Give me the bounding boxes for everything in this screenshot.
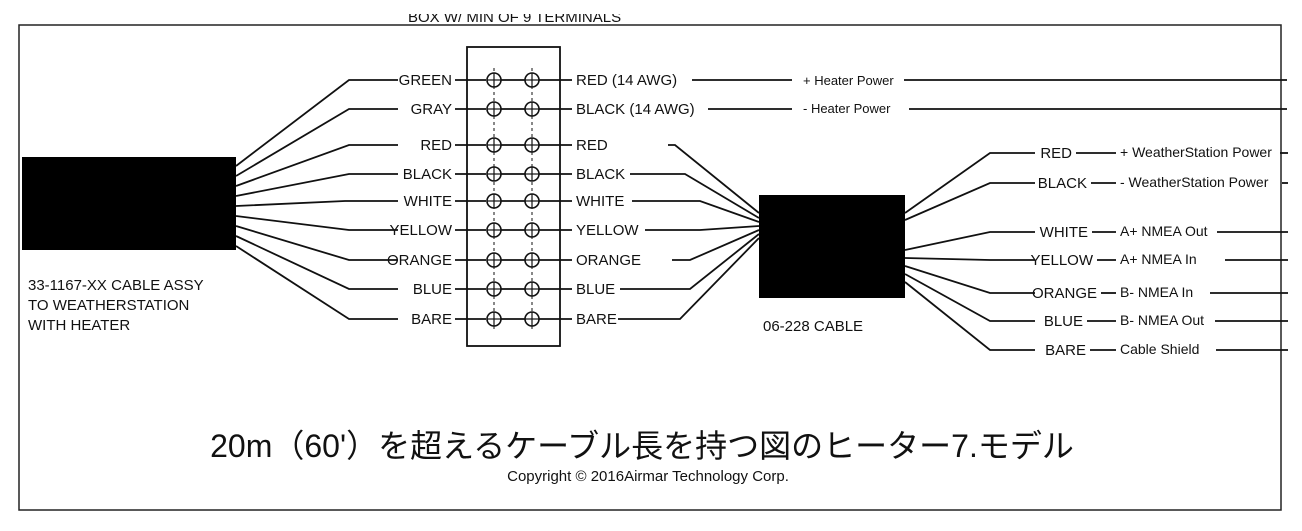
right-wire-color-label: BARE [1045, 342, 1086, 359]
right-wire-red [904, 152, 1035, 214]
right-wire-blue [904, 273, 1035, 322]
left-wire-yellow [235, 215, 398, 231]
right-wire-orange [904, 265, 1035, 294]
left-cable-block [22, 157, 236, 250]
left-wire-label: RED [420, 137, 452, 154]
diagram-frame [18, 24, 1282, 511]
middle-cable-block [759, 195, 905, 298]
right-wire-signal-label: Cable Shield [1120, 341, 1199, 357]
right-wire-black [904, 182, 1035, 221]
right-terminal-wire-label: BARE [576, 311, 617, 328]
right-wire-color-label: RED [1040, 145, 1072, 162]
left-wire-red [235, 144, 398, 187]
right-terminal-wire-label: YELLOW [576, 222, 639, 239]
right-wire-yellow [904, 257, 1035, 261]
right-terminal-wire-label: BLACK (14 AWG) [576, 101, 695, 118]
left-wire-label: ORANGE [387, 252, 452, 269]
heater-power-minus: - Heater Power [803, 101, 891, 116]
caption-copyright: Copyright © 2016Airmar Technology Corp. [507, 468, 789, 485]
left-wire-label: BARE [411, 311, 452, 328]
left-wire-gray [235, 108, 398, 177]
right-wire-white [904, 231, 1035, 251]
left-wire-label: YELLOW [389, 222, 452, 239]
left-cable-label-1: 33-1167-XX CABLE ASSY [28, 277, 204, 294]
left-cable-label-2: TO WEATHERSTATION [28, 297, 189, 314]
right-wire-signal-label: A+ NMEA Out [1120, 223, 1208, 239]
right-terminal-wire-label: BLACK [576, 166, 625, 183]
left-wire-blue [235, 235, 398, 290]
left-wire-label: GREEN [399, 72, 452, 89]
left-wire-orange [235, 225, 398, 261]
right-wire-color-label: WHITE [1040, 224, 1088, 241]
terminal-box [466, 46, 561, 347]
right-wire-bare [904, 281, 1035, 351]
left-wire-label: WHITE [404, 193, 452, 210]
left-wire-label: BLUE [413, 281, 452, 298]
left-wire-green [235, 79, 398, 167]
right-wire-color-label: ORANGE [1032, 285, 1097, 302]
right-wire-signal-label: - WeatherStation Power [1120, 174, 1269, 190]
middle-cable-input-wire [620, 233, 760, 290]
right-wire-color-label: BLACK [1038, 175, 1087, 192]
right-wire-signal-label: A+ NMEA In [1120, 251, 1197, 267]
left-wire-label: GRAY [411, 101, 452, 118]
middle-cable-input-wire [618, 237, 760, 320]
right-wire-color-label: YELLOW [1030, 252, 1093, 269]
middle-cable-label: 06-228 CABLE [763, 318, 863, 335]
right-wire-signal-label: + WeatherStation Power [1120, 144, 1272, 160]
left-wire-white [235, 200, 398, 207]
right-terminal-wire-label: BLUE [576, 281, 615, 298]
middle-cable-input-wire [645, 225, 760, 231]
heater-power-plus: + Heater Power [803, 73, 894, 88]
middle-cable-input-wire [630, 173, 760, 219]
left-wire-label: BLACK [403, 166, 452, 183]
right-terminal-wire-label: RED [576, 137, 608, 154]
right-terminal-wire-label: WHITE [576, 193, 624, 210]
left-cable-label-3: WITH HEATER [28, 317, 130, 334]
caption-title: 20m（60'）を超えるケーブル長を持つ図のヒーター7.モデル [210, 428, 1074, 464]
right-wire-color-label: BLUE [1044, 313, 1083, 330]
middle-cable-input-wire [632, 200, 760, 223]
right-wire-signal-label: B- NMEA Out [1120, 312, 1204, 328]
middle-cable-input-wire [672, 229, 760, 261]
left-wire-bare [235, 245, 398, 320]
right-terminal-wire-label: RED (14 AWG) [576, 72, 677, 89]
left-wire-black [235, 173, 398, 197]
right-wire-signal-label: B- NMEA In [1120, 284, 1193, 300]
middle-cable-input-wire [668, 144, 760, 214]
right-terminal-wire-label: ORANGE [576, 252, 641, 269]
